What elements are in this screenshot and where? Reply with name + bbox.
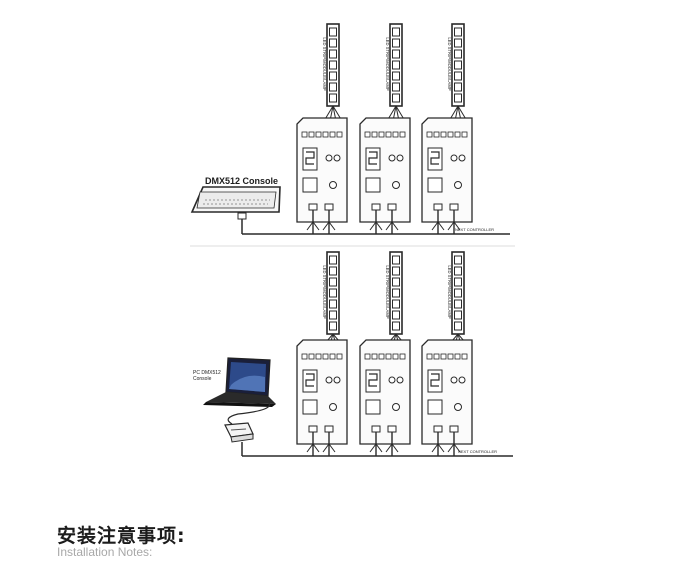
led-strip xyxy=(326,23,340,107)
led-strip xyxy=(389,251,403,335)
led-strip xyxy=(451,251,465,335)
top-next-controller-label: NEXT CONTROLLER xyxy=(455,227,494,232)
dmx-decoder-box xyxy=(421,117,473,223)
led-strip-label: LED STRIP/MODULE/LAMP xyxy=(385,265,390,318)
dmx-decoder-box xyxy=(359,117,411,223)
bus-connection xyxy=(369,210,399,234)
top-panel-unit-2: LED STRIP/MODULE/LAMP xyxy=(359,23,411,234)
usb-dmx-adapter xyxy=(224,422,254,456)
bus-connection xyxy=(431,210,461,234)
led-strip-label: LED STRIP/MODULE/LAMP xyxy=(447,265,452,318)
pc-console-label-line1: PC DMX512 xyxy=(193,370,221,376)
bottom-panel-unit-2: LED STRIP/MODULE/LAMP xyxy=(359,251,411,456)
top-panel-unit-1: LED STRIP/MODULE/LAMP xyxy=(296,23,348,234)
usb-cable xyxy=(227,401,270,425)
dmx-decoder-box xyxy=(359,339,411,445)
installation-notes-heading: 安装注意事项: xyxy=(57,525,186,547)
dmx512-console-label: DMX512 Console xyxy=(205,176,278,186)
bottom-panel: PC DMX512 Console NEXT CONTROLLER LED ST… xyxy=(193,251,513,457)
pc-console-label-line2: Console xyxy=(193,376,212,382)
top-panel-unit-3: LED STRIP/MODULE/LAMP xyxy=(421,23,473,234)
led-strip xyxy=(451,23,465,107)
bottom-panel-unit-1: LED STRIP/MODULE/LAMP xyxy=(296,251,348,456)
bus-connection xyxy=(306,432,336,456)
led-strip-label: LED STRIP/MODULE/LAMP xyxy=(447,37,452,90)
led-strip-label: LED STRIP/MODULE/LAMP xyxy=(322,37,327,90)
bus-connection xyxy=(369,432,399,456)
wiring-diagram: DMX512 Console NEXT CONTROLLER LED STRIP… xyxy=(190,23,515,457)
bottom-next-controller-label: NEXT CONTROLLER xyxy=(458,449,497,454)
top-panel: DMX512 Console NEXT CONTROLLER LED STRIP… xyxy=(190,23,510,235)
installation-notes-subheading: Installation Notes: xyxy=(57,545,153,559)
dmx-decoder-box xyxy=(296,117,348,223)
led-strip xyxy=(389,23,403,107)
bus-connection xyxy=(431,432,461,456)
led-strip xyxy=(326,251,340,335)
led-strip-label: LED STRIP/MODULE/LAMP xyxy=(385,37,390,90)
dmx-decoder-box xyxy=(296,339,348,445)
laptop-device xyxy=(203,357,276,407)
dmx512-console-device xyxy=(190,186,281,234)
dmx-decoder-box xyxy=(421,339,473,445)
bus-connection xyxy=(306,210,336,234)
bottom-panel-unit-3: LED STRIP/MODULE/LAMP xyxy=(421,251,473,456)
led-strip-label: LED STRIP/MODULE/LAMP xyxy=(322,265,327,318)
